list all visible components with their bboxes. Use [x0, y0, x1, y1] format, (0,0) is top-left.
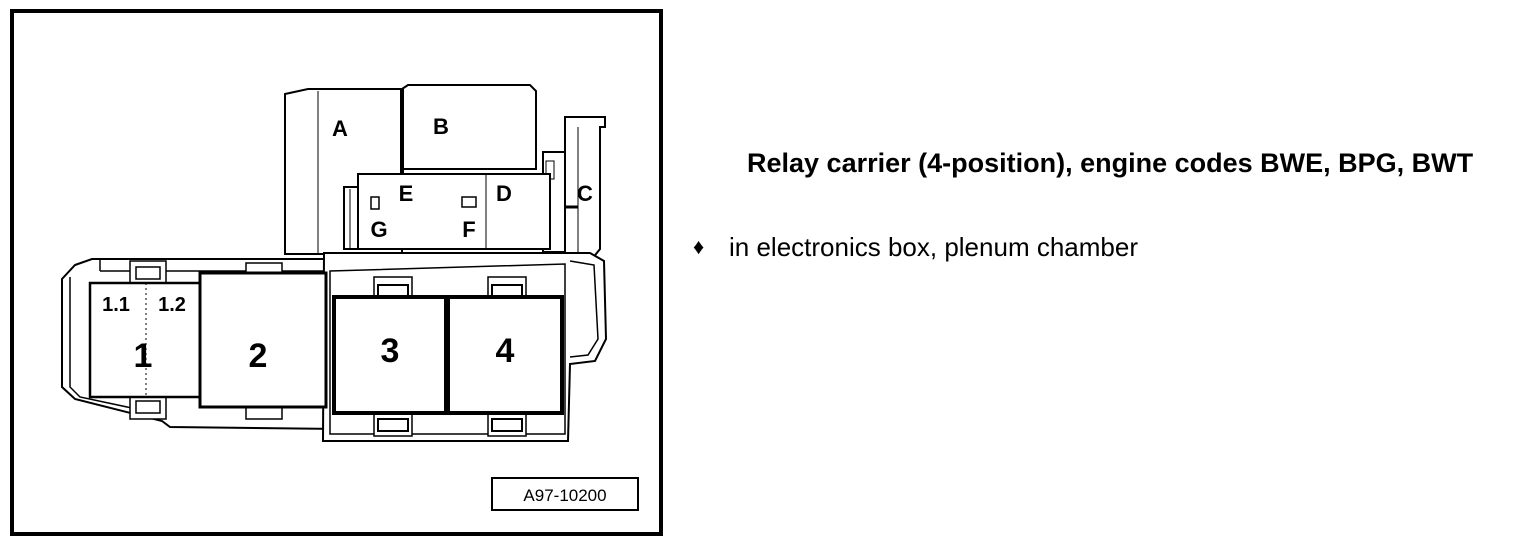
- bullet-item: ♦ in electronics box, plenum chamber: [693, 230, 1138, 264]
- label-g: G: [370, 217, 387, 242]
- label-f: F: [462, 217, 475, 242]
- relay-carrier-figure: A B C D E F G 1.1 1.2 1 2 3 4 A97-10200: [10, 9, 663, 536]
- label-b: B: [433, 114, 449, 139]
- label-relay-1: 1: [134, 337, 153, 375]
- reference-code: A97-10200: [523, 486, 606, 505]
- relay-carrier-diagram: A B C D E F G 1.1 1.2 1 2 3 4 A97-10200: [10, 9, 663, 536]
- section-heading: Relay carrier (4-position), engine codes…: [747, 148, 1474, 178]
- relay-4: [446, 295, 564, 415]
- housing-b: [401, 84, 537, 170]
- label-c: C: [577, 181, 593, 206]
- label-relay-3: 3: [381, 332, 400, 370]
- label-relay-1-1: 1.1: [102, 294, 130, 316]
- label-e: E: [399, 181, 414, 206]
- figure-frame: [10, 9, 663, 536]
- reference-code-box: [491, 477, 639, 511]
- label-relay-4: 4: [496, 332, 515, 370]
- bullet-text: in electronics box, plenum chamber: [729, 232, 1138, 262]
- label-d: D: [496, 181, 512, 206]
- label-relay-1-2: 1.2: [158, 294, 186, 316]
- fuse-g-slot: [370, 196, 380, 210]
- label-a: A: [332, 116, 348, 141]
- label-relay-2: 2: [249, 337, 268, 375]
- bullet-diamond-icon: ♦: [693, 234, 705, 259]
- fuse-f-slot: [461, 196, 477, 208]
- relay-2: [198, 271, 328, 409]
